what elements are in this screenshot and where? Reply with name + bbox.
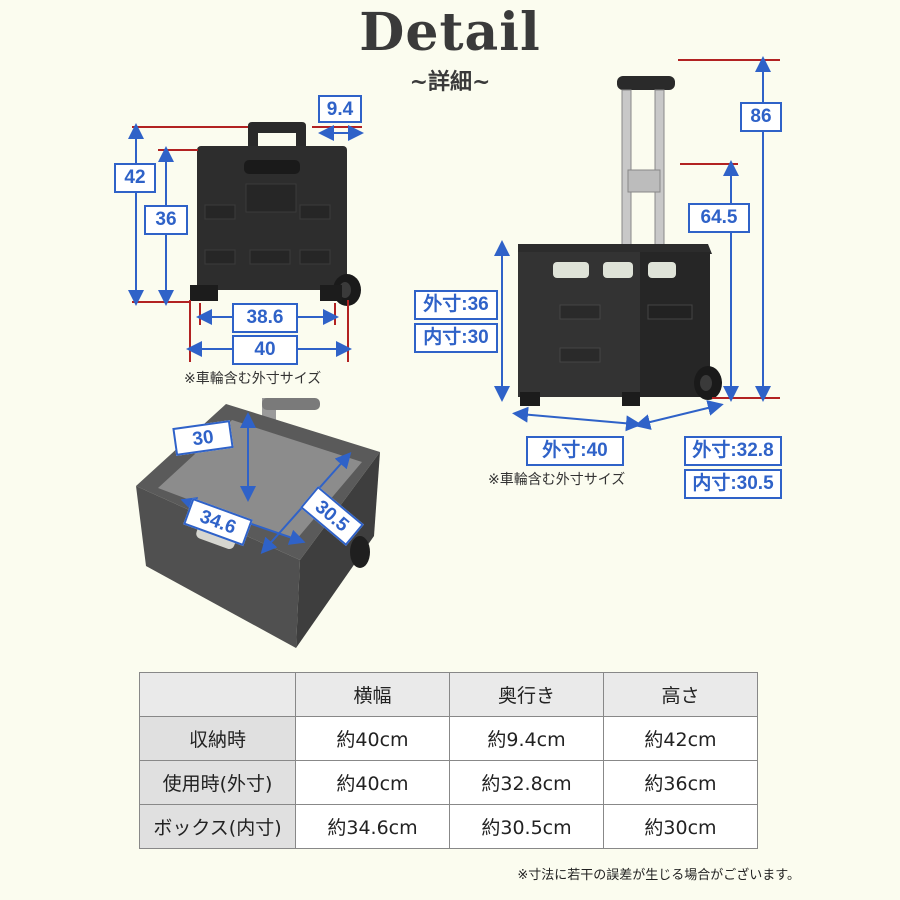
label-box-height: 36: [144, 205, 188, 235]
spec-header-cell: 奥行き: [449, 672, 604, 717]
table-row: 収納時 約40cm 約9.4cm 約42cm: [139, 716, 758, 761]
spec-table: 横幅 奥行き 高さ 収納時 約40cm 約9.4cm 約42cm 使用時(外寸)…: [139, 672, 758, 849]
label-folded-depth: 9.4: [318, 95, 362, 123]
table-cell: 約40cm: [295, 760, 450, 805]
table-cell: 約30cm: [603, 804, 758, 849]
table-cell: 約9.4cm: [449, 716, 604, 761]
label-outer-depth: 外寸:32.8: [684, 436, 782, 466]
label-side-outer-width: 外寸:40: [526, 436, 624, 466]
footnote: ※寸法に若干の誤差が生じる場合がございます。: [517, 868, 800, 883]
table-cell: 約34.6cm: [295, 804, 450, 849]
folded-cart-image: [190, 122, 361, 306]
label-handle-height: 86: [740, 102, 782, 132]
label-total-height: 42: [114, 163, 156, 193]
table-row: ボックス(内寸) 約34.6cm 約30.5cm 約30cm: [139, 804, 758, 849]
page-title: Detail: [359, 2, 541, 63]
label-handle-mid: 64.5: [688, 203, 750, 233]
table-cell: 約36cm: [603, 760, 758, 805]
spec-table-header: 横幅 奥行き 高さ: [139, 672, 758, 717]
table-cell: 約40cm: [295, 716, 450, 761]
spec-header-cell: [139, 672, 296, 717]
page-subtitle: ~詳細~: [409, 69, 491, 95]
table-cell: 約42cm: [603, 716, 758, 761]
table-cell: 約32.8cm: [449, 760, 604, 805]
spec-header-cell: 高さ: [603, 672, 758, 717]
row-header: 使用時(外寸): [139, 760, 296, 805]
label-inner-depth: 内寸:30.5: [684, 469, 782, 499]
spec-header-cell: 横幅: [295, 672, 450, 717]
open-cart-image: [518, 76, 722, 406]
table-cell: 約30.5cm: [449, 804, 604, 849]
table-row: 使用時(外寸) 約40cm 約32.8cm 約36cm: [139, 760, 758, 805]
label-outer-height: 外寸:36: [414, 290, 498, 320]
label-inner-height: 内寸:30: [414, 323, 498, 353]
front-note: ※車輪含む外寸サイズ: [184, 371, 322, 387]
row-header: ボックス(内寸): [139, 804, 296, 849]
label-inner-width: 38.6: [232, 303, 298, 333]
row-header: 収納時: [139, 716, 296, 761]
label-outer-width: 40: [232, 335, 298, 365]
side-dimension-lines: [494, 56, 780, 432]
side-note: ※車輪含む外寸サイズ: [488, 472, 626, 488]
